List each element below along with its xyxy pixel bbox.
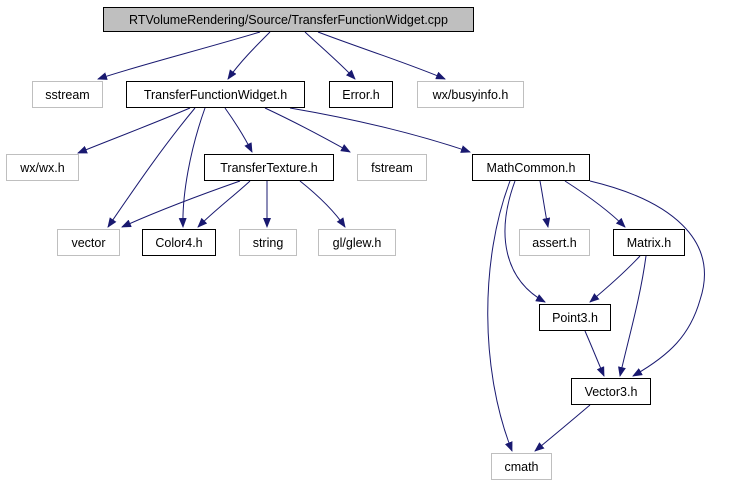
node-label: MathCommon.h — [486, 160, 576, 175]
node-transfer-function-widget-h[interactable]: TransferFunctionWidget.h — [126, 81, 305, 108]
node-root-cpp[interactable]: RTVolumeRendering/Source/TransferFunctio… — [103, 7, 474, 32]
node-string: string — [239, 229, 297, 256]
node-label: Color4.h — [155, 235, 203, 250]
edge-vector3_h-to-cmath — [534, 404, 591, 452]
edge-mathcommon_h-to-matrix_h — [564, 180, 626, 228]
edge-tfw_h-to-vector — [107, 107, 196, 228]
node-label: Matrix.h — [626, 235, 672, 250]
edge-mathcommon_h-to-point3_h — [504, 180, 546, 303]
node-vector3-h[interactable]: Vector3.h — [571, 378, 651, 405]
edge-tfw_h-to-mathcommon_h — [289, 107, 471, 153]
node-matrix-h[interactable]: Matrix.h — [613, 229, 685, 256]
edge-tfw_h-to-color4_h — [178, 107, 206, 228]
edge-transfer_texture_h-to-glew_h — [299, 180, 346, 228]
node-label: TransferTexture.h — [220, 160, 318, 175]
node-busyinfo-h: wx/busyinfo.h — [417, 81, 524, 108]
node-point3-h[interactable]: Point3.h — [539, 304, 611, 331]
edge-layer — [77, 31, 705, 452]
node-sstream: sstream — [32, 81, 103, 108]
edge-tfw_h-to-fstream — [264, 107, 351, 153]
node-label: cmath — [504, 459, 539, 474]
edge-root-to-tfw_h — [227, 31, 271, 80]
edge-point3_h-to-vector3_h — [584, 330, 605, 377]
node-error-h[interactable]: Error.h — [329, 81, 393, 108]
edge-transfer_texture_h-to-vector — [121, 180, 241, 228]
node-wx-h: wx/wx.h — [6, 154, 79, 181]
node-label: Point3.h — [552, 310, 598, 325]
node-color4-h[interactable]: Color4.h — [142, 229, 216, 256]
node-label: vector — [71, 235, 106, 250]
node-label: sstream — [45, 87, 90, 102]
node-label: assert.h — [532, 235, 577, 250]
node-label: RTVolumeRendering/Source/TransferFunctio… — [129, 12, 448, 27]
node-fstream: fstream — [357, 154, 427, 181]
node-cmath: cmath — [491, 453, 552, 480]
edge-root-to-error_h — [304, 31, 356, 80]
node-label: fstream — [371, 160, 413, 175]
node-glew-h: gl/glew.h — [318, 229, 396, 256]
node-label: TransferFunctionWidget.h — [143, 87, 288, 102]
node-label: gl/glew.h — [332, 235, 382, 250]
edge-matrix_h-to-vector3_h — [618, 255, 647, 377]
node-transfer-texture-h[interactable]: TransferTexture.h — [204, 154, 334, 181]
node-vector: vector — [57, 229, 120, 256]
edge-root-to-sstream — [97, 31, 261, 80]
node-label: wx/busyinfo.h — [432, 87, 509, 102]
edge-tfw_h-to-transfer_texture_h — [224, 107, 253, 153]
node-label: string — [252, 235, 284, 250]
edge-mathcommon_h-to-assert_h — [539, 180, 551, 228]
edge-root-to-busyinfo_h — [317, 31, 446, 80]
node-assert-h: assert.h — [519, 229, 590, 256]
edge-mathcommon_h-to-vector3_h — [589, 180, 705, 377]
edge-tfw_h-to-wx_h — [77, 107, 191, 154]
node-label: Error.h — [342, 87, 380, 102]
edge-matrix_h-to-point3_h — [589, 255, 641, 303]
node-mathcommon-h[interactable]: MathCommon.h — [472, 154, 590, 181]
edge-transfer_texture_h-to-color4_h — [197, 180, 251, 228]
node-label: Vector3.h — [584, 384, 638, 399]
edge-mathcommon_h-to-cmath — [487, 180, 513, 452]
node-label: wx/wx.h — [20, 160, 65, 175]
